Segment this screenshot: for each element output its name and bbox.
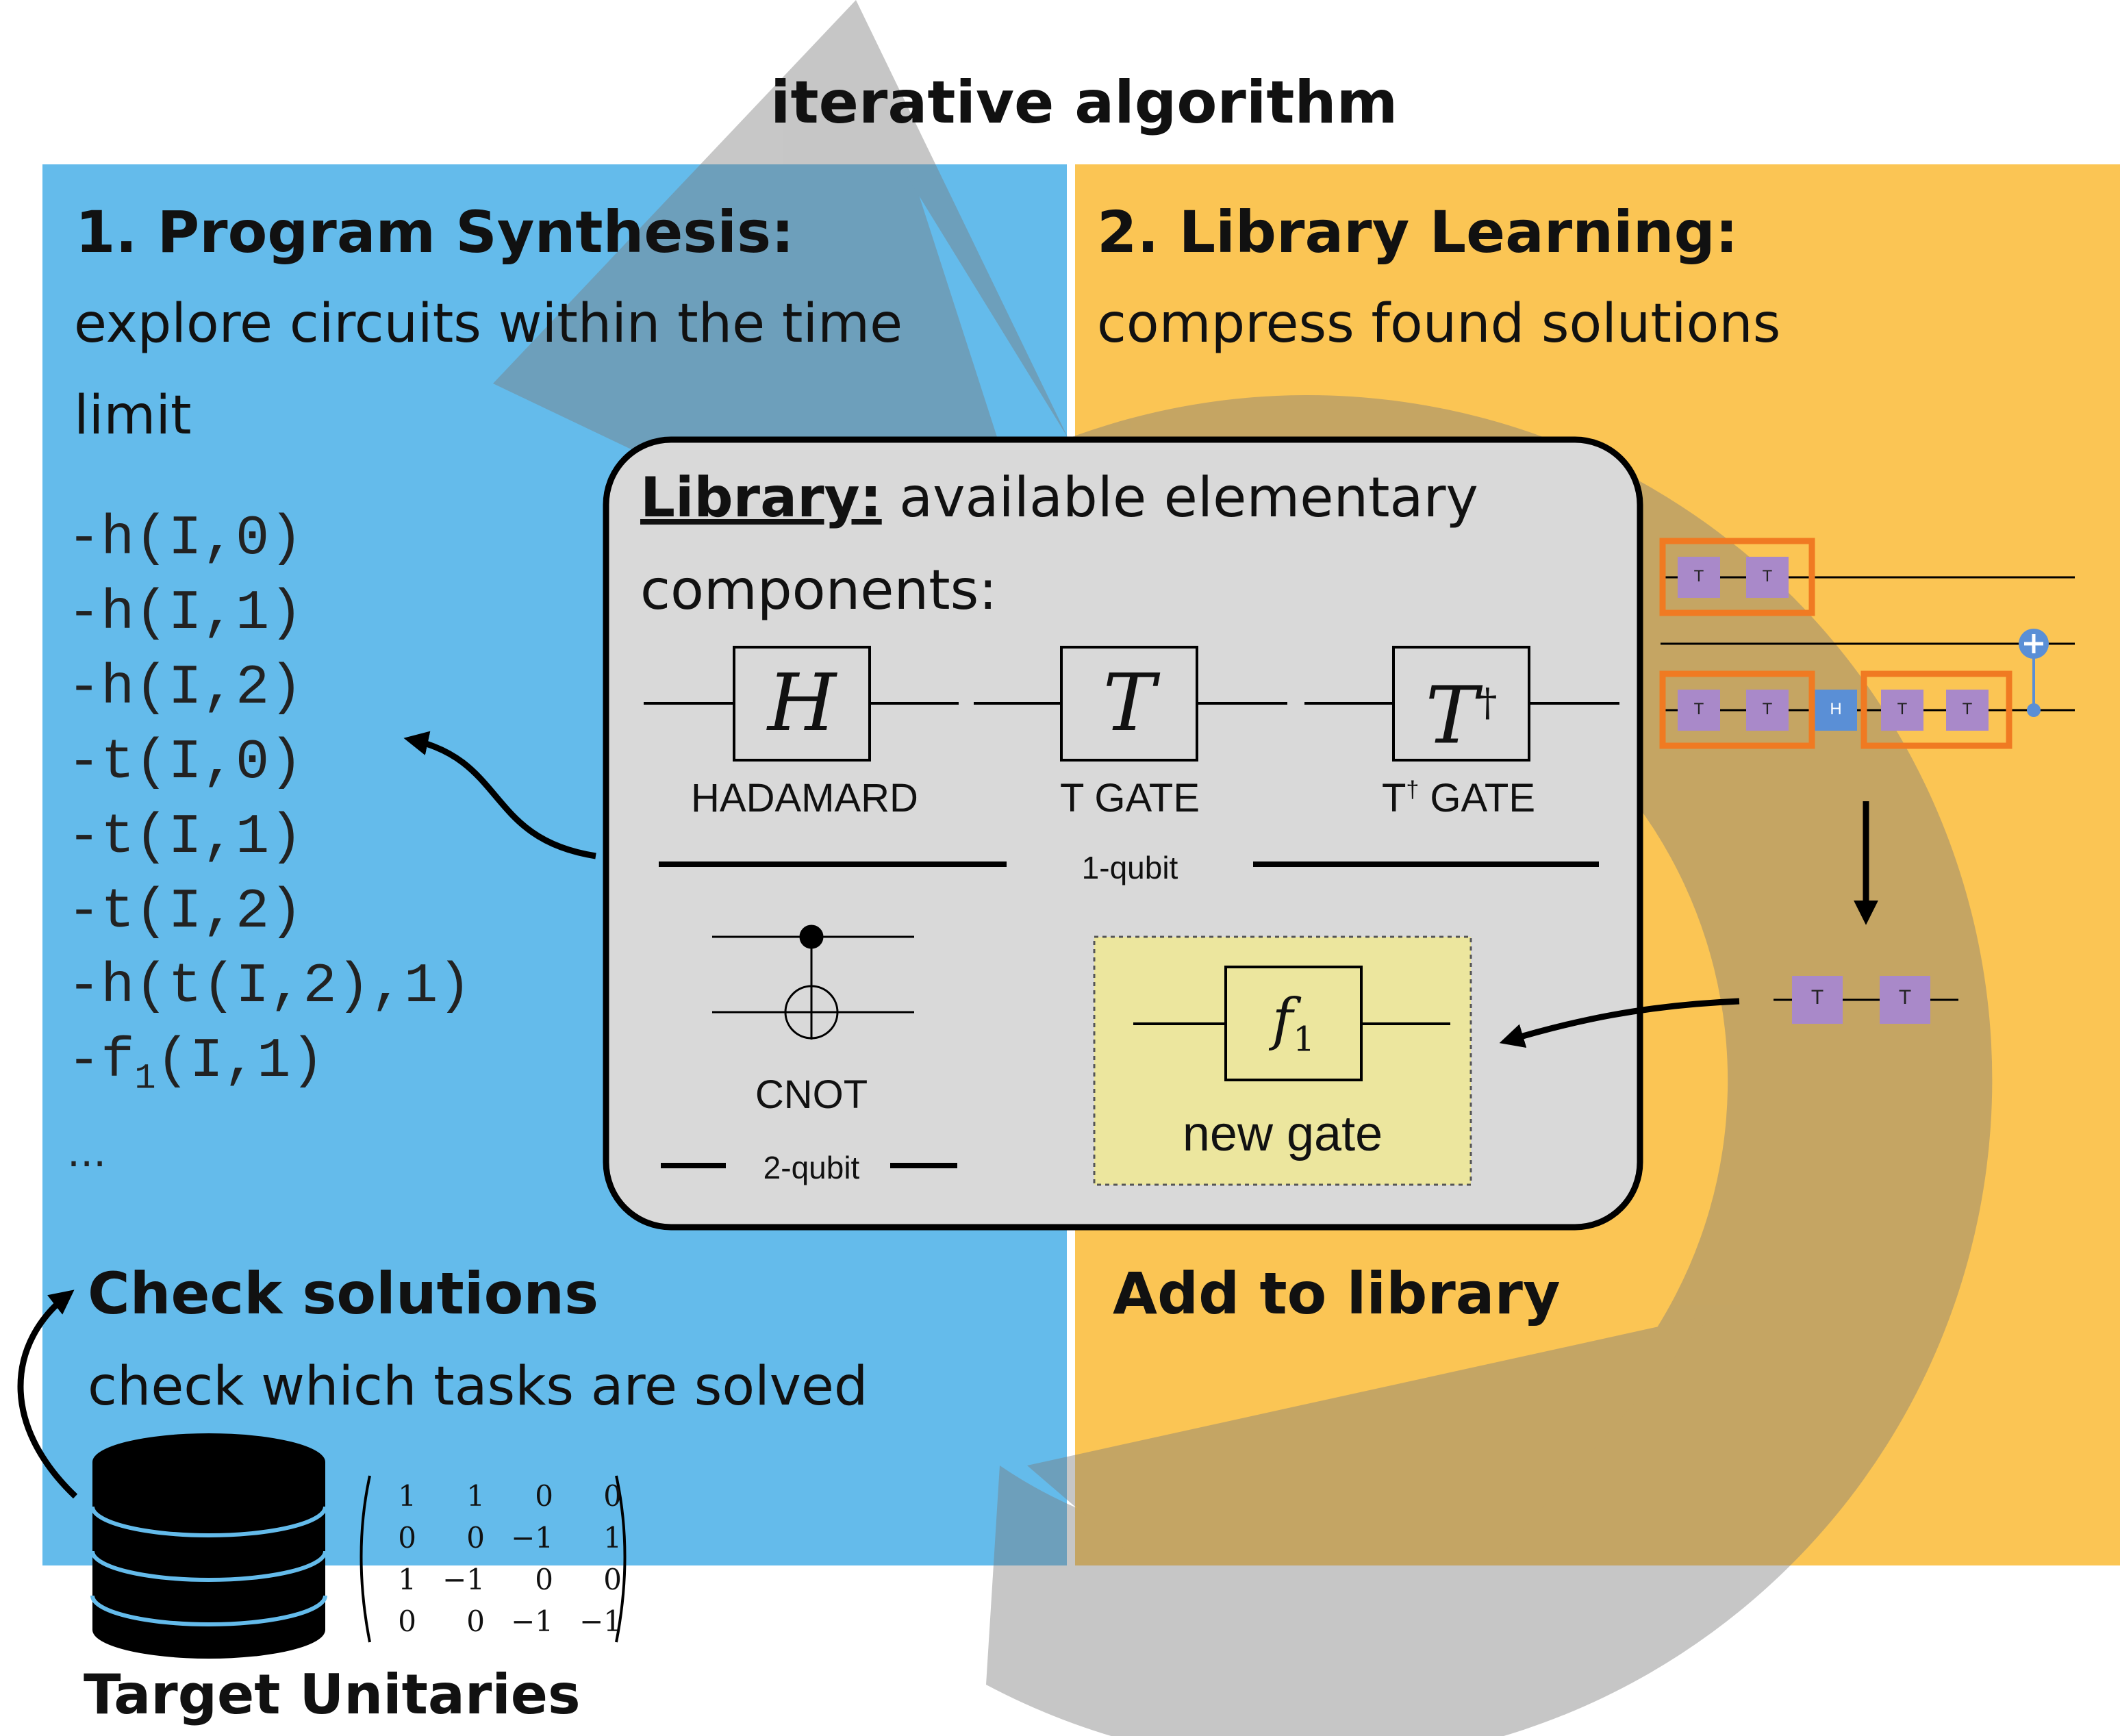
t-dagger-gate-symbol <box>1304 646 1619 762</box>
dagger-mark: † <box>1478 681 1498 725</box>
found-solution-circuit <box>1659 538 2075 749</box>
library-title: Library: <box>640 466 882 529</box>
library-desc-1: available elementary <box>881 466 1478 529</box>
matrix-cell: 0 <box>603 1563 622 1596</box>
circuit-gate-label: T <box>1897 700 1908 718</box>
program-item: -t(I,0) <box>67 731 303 794</box>
program-list: -h(I,0) -h(I,1) -h(I,2) -t(I,0) -t(I,1) … <box>67 501 472 1190</box>
matrix-cell: 0 <box>466 1605 485 1638</box>
library-title-line: Library: available elementary <box>640 466 1478 529</box>
matrix-cell: 0 <box>398 1605 416 1638</box>
check-cycle-arrow <box>17 1290 78 1499</box>
program-synthesis-desc-1: explore circuits within the time <box>74 293 903 355</box>
extracted-gate-label: T <box>1898 986 1912 1009</box>
f-letter: f <box>1272 987 1294 1053</box>
t-dagger-gate-name: T† GATE <box>1328 775 1589 821</box>
matrix-cell: 1 <box>603 1521 622 1555</box>
matrix-cell: 0 <box>535 1479 553 1513</box>
f1-prefix: -f <box>67 1029 135 1093</box>
extracted-gate-label: T <box>1810 986 1824 1009</box>
library-to-programs-arrow <box>403 731 596 859</box>
library-learning-heading: 2. Library Learning: <box>1097 199 1739 266</box>
matrix-row: 0 0 −1 1 <box>375 1521 622 1563</box>
matrix-cell: 1 <box>398 1563 416 1596</box>
database-icon <box>90 1433 327 1659</box>
hadamard-name: HADAMARD <box>691 776 918 820</box>
extracted-subcircuit <box>1774 976 1958 1024</box>
t-gate-symbol <box>974 646 1287 762</box>
add-gate-arrow <box>1499 998 1740 1048</box>
program-item: -h(I,2) <box>67 656 303 720</box>
program-item: -t(I,2) <box>67 880 303 944</box>
t-dagger-symbol: T† <box>1393 659 1529 760</box>
program-ellipsis: ... <box>67 1129 107 1177</box>
t-dagger-name-dagger: † <box>1406 777 1419 803</box>
matrix-cell: 0 <box>466 1521 485 1555</box>
circuit-gate-label: T <box>1762 567 1773 586</box>
add-to-library-heading: Add to library <box>1113 1260 1561 1327</box>
hadamard-gate-symbol <box>644 646 959 762</box>
circuit-gate-label: T <box>1762 700 1773 718</box>
program-synthesis-heading: 1. Program Synthesis: <box>75 199 794 266</box>
f-subscript: 1 <box>1293 1019 1315 1059</box>
unitary-matrix: 1 1 0 0 0 0 −1 1 1 −1 0 0 0 0 −1 −1 <box>375 1479 622 1646</box>
f1-subscript: 1 <box>134 1058 156 1099</box>
t-dagger-name-pre: T <box>1381 776 1406 820</box>
t-gate-name: T GATE <box>1059 776 1200 820</box>
new-gate-name: new gate <box>1182 1107 1383 1161</box>
program-synthesis-desc-2: limit <box>74 385 192 446</box>
matrix-cell: 0 <box>398 1521 416 1555</box>
matrix-cell: −1 <box>442 1563 485 1596</box>
new-gate-symbol-text: f1 <box>1226 986 1361 1073</box>
circuit-gate-label: T <box>1962 700 1973 718</box>
matrix-row: 1 −1 0 0 <box>375 1563 622 1605</box>
target-unitaries-label: Target Unitaries <box>84 1663 581 1726</box>
matrix-cell: 0 <box>535 1563 553 1596</box>
cnot-name: CNOT <box>755 1072 868 1117</box>
program-item: -t(I,1) <box>67 805 303 869</box>
check-solutions-desc: check which tasks are solved <box>88 1356 868 1418</box>
circuit-gate-label: H <box>1830 700 1842 718</box>
two-qubit-label: 2-qubit <box>763 1150 860 1185</box>
library-desc-2: components: <box>640 558 998 622</box>
matrix-row: 1 1 0 0 <box>375 1479 622 1521</box>
hadamard-symbol: H <box>767 657 837 749</box>
new-gate-symbol <box>1133 966 1450 1081</box>
program-item: -h(I,1) <box>67 581 303 645</box>
matrix-cell: 1 <box>466 1479 485 1513</box>
matrix-brackets <box>359 1475 627 1643</box>
one-qubit-label: 1-qubit <box>1081 850 1178 885</box>
circuit-gate-label: T <box>1693 567 1704 586</box>
matrix-cell: −1 <box>579 1605 622 1638</box>
t-dagger-letter: T <box>1425 670 1478 762</box>
t-dagger-name-post: GATE <box>1419 776 1536 820</box>
diagram-title: iterative algorithm <box>770 68 1398 137</box>
library-learning-desc: compress found solutions <box>1097 293 1781 355</box>
f1-suffix: (I,1) <box>155 1029 325 1093</box>
matrix-cell: 0 <box>603 1479 622 1513</box>
matrix-row: 0 0 −1 −1 <box>375 1605 622 1646</box>
circuit-gate-label: T <box>1693 700 1704 718</box>
t-symbol: T <box>1102 657 1156 749</box>
matrix-cell: −1 <box>511 1605 553 1638</box>
cnot-gate-symbol <box>712 924 914 1040</box>
program-item: -h(t(I,2),1) <box>67 955 472 1018</box>
program-item: -h(I,0) <box>67 507 303 570</box>
matrix-cell: −1 <box>511 1521 553 1555</box>
check-solutions-heading: Check solutions <box>88 1260 599 1327</box>
program-item-f1: -f1(I,1) <box>67 1024 472 1116</box>
matrix-cell: 1 <box>398 1479 416 1513</box>
